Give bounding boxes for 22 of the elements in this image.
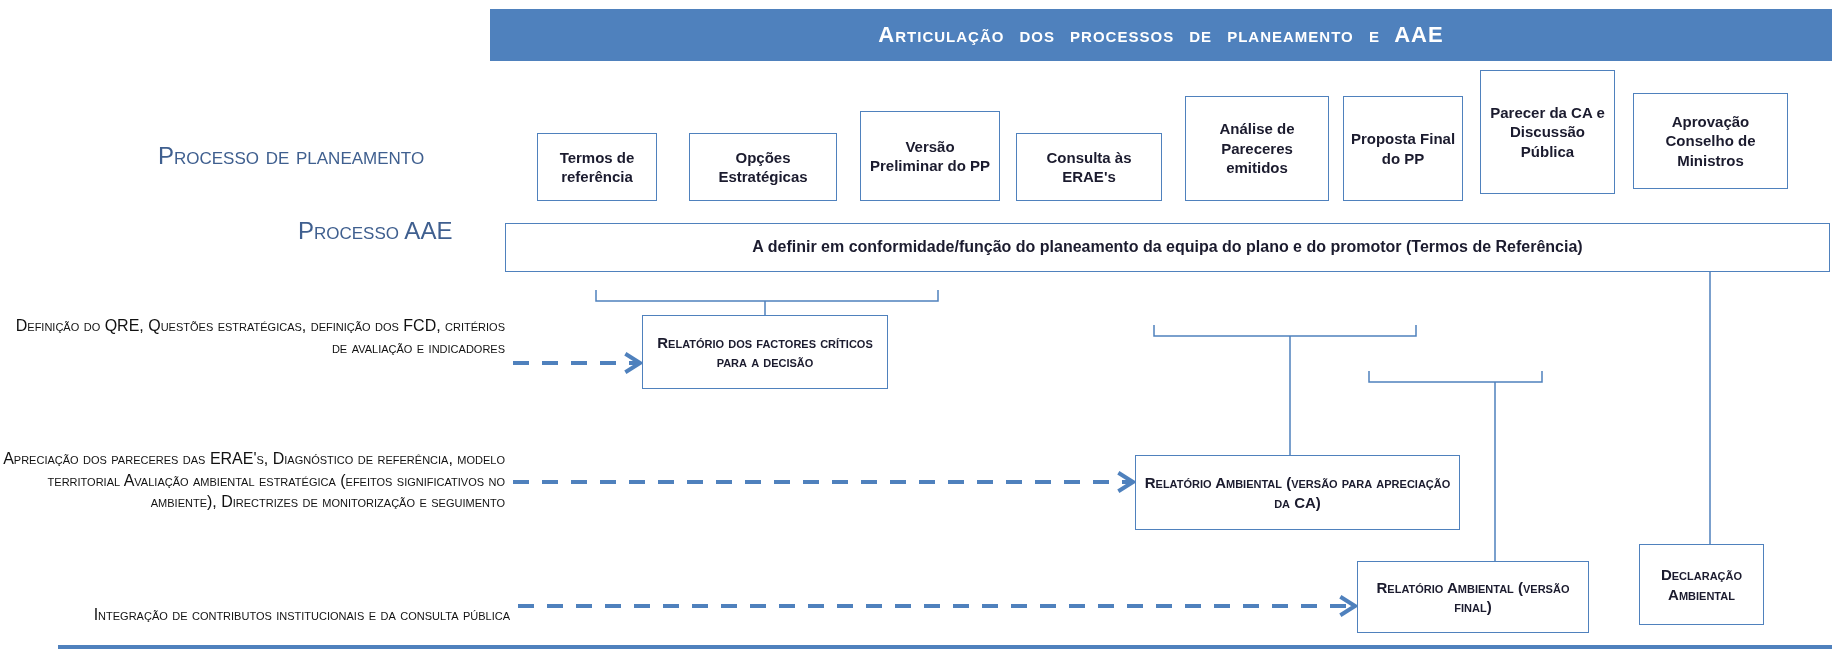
process-box: Aprovação Conselho de Ministros <box>1633 93 1788 189</box>
process-box: Análise de Pareceres emitidos <box>1185 96 1329 201</box>
process-box: Proposta Final do PP <box>1343 96 1463 201</box>
process-box: Relatório Ambiental (versão para apreciação da CA) <box>1135 455 1460 530</box>
process-box: Relatório Ambiental (versão final) <box>1357 561 1589 633</box>
arrow <box>518 594 1357 618</box>
process-box: Relatório dos factores críticos para a decisão <box>642 315 888 389</box>
process-box: Opções Estratégicas <box>689 133 837 201</box>
process-box: Consulta às ERAE's <box>1016 133 1162 201</box>
process-bar: A definir em conformidade/função do planeamento da equipa do plano e do promotor (Termos de Referência) <box>505 223 1830 272</box>
title-banner: Articulação dos processos de planeamento e AAE <box>490 9 1832 61</box>
arrow <box>513 351 642 375</box>
row-label: Processo AAE <box>298 217 453 245</box>
arrow <box>513 470 1135 494</box>
process-box: Termos de referência <box>537 133 657 201</box>
process-box: Versão Preliminar do PP <box>860 111 1000 201</box>
process-box: Parecer da CA e Discussão Pública <box>1480 70 1615 194</box>
process-box: Declaração Ambiental <box>1639 544 1764 625</box>
step-description: Apreciação dos pareceres das ERAE's, Diagnóstico de referência, modelo territorial Avaliação ambiental estratégica (efeitos significativos no ambiente), Directrizes de monitorização e seguimento <box>0 414 505 547</box>
step-description: Integração de contributos institucionais e da consulta pública <box>60 588 510 642</box>
step-description: Definição do QRE, Questões estratégicas, definição dos FCD, critérios de avaliação e indicadores <box>10 297 505 377</box>
row-label: Processo de planeamento <box>158 142 425 170</box>
